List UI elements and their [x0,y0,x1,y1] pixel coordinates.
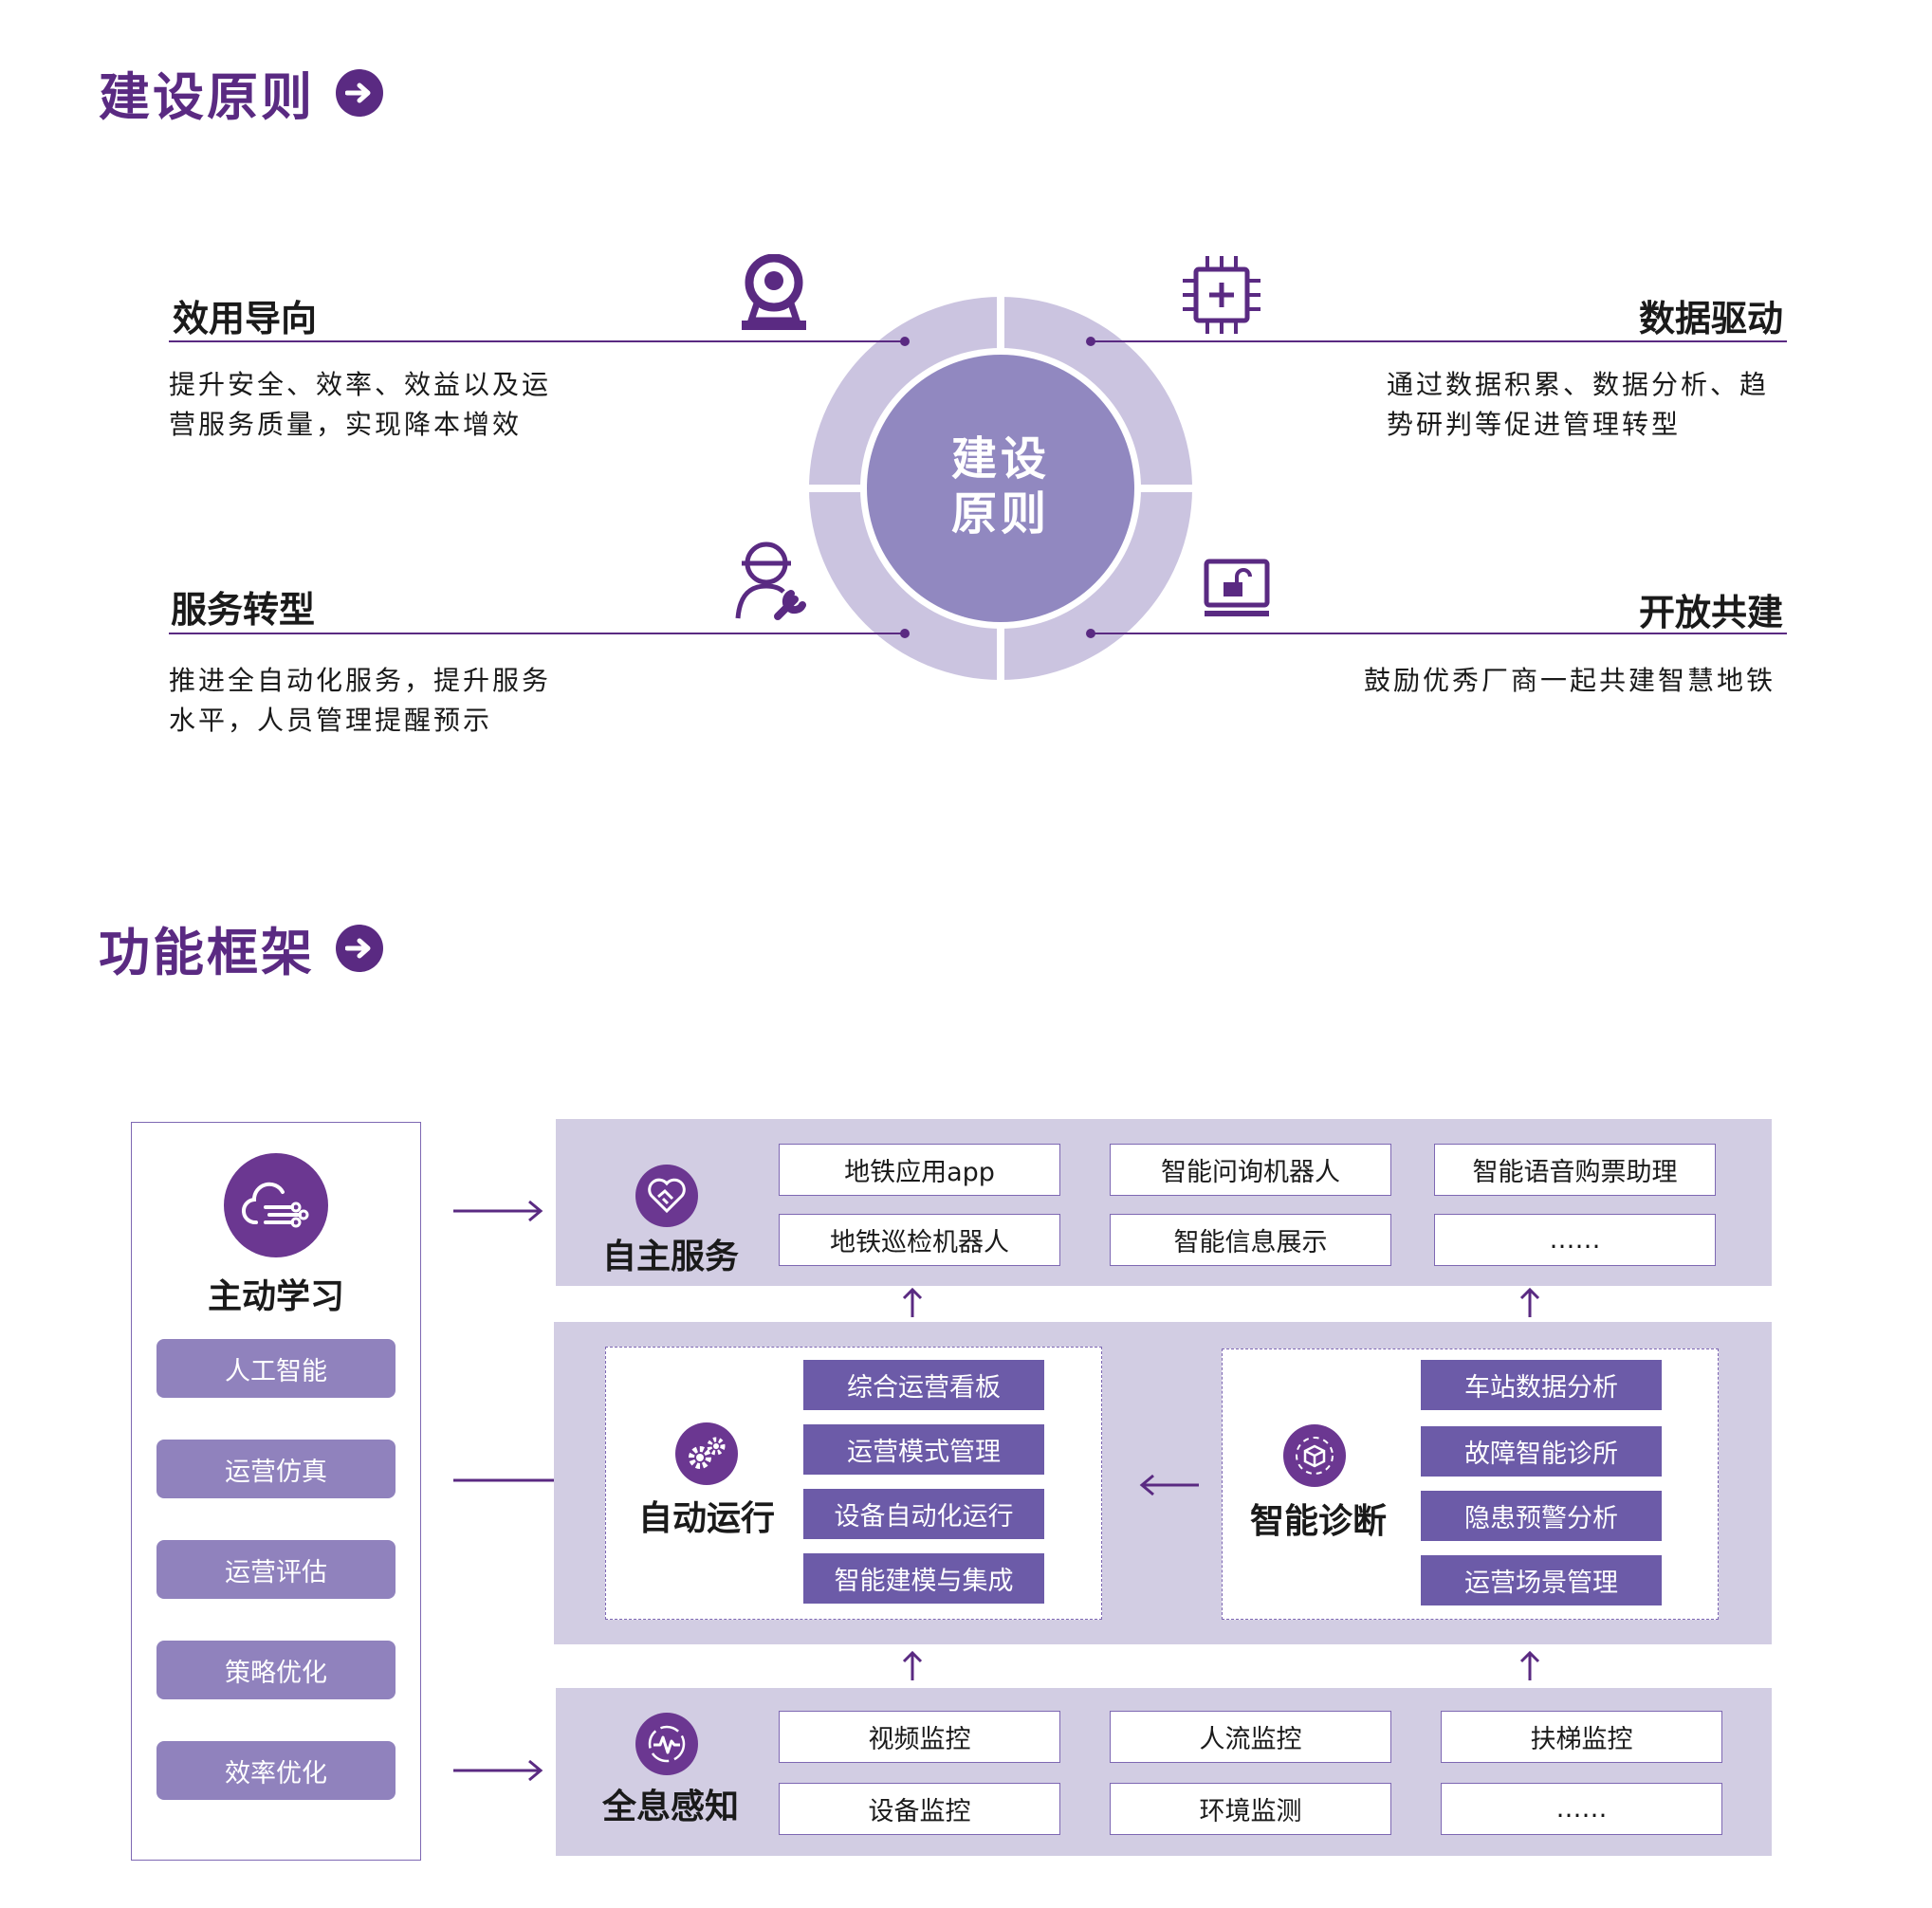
chip-icon [1183,256,1260,334]
principle-desc-data: 通过数据积累、数据分析、趋 势研判等促进管理转型 [1387,365,1769,445]
self-service-item: 智能信息展示 [1110,1214,1391,1266]
principle-dot-service [900,629,910,638]
principle-desc-service: 推进全自动化服务，提升服务 水平，人员管理提醒预示 [169,661,551,741]
center-label-line2: 原则 [950,487,1050,541]
arrow-left-icon [1139,1474,1199,1496]
framework-section-title: 功能框架 [99,910,383,985]
self-service-item: 地铁巡检机器人 [779,1214,1060,1266]
learning-item: 策略优化 [156,1641,396,1699]
perception-title: 全息感知 [601,1788,739,1826]
framework-title: 功能框架 [99,923,315,982]
perception-item: 视频监控 [779,1711,1060,1763]
smart-diag-title: 智能诊断 [1249,1502,1387,1541]
principle-desc-data-line2: 势研判等促进管理转型 [1387,409,1682,440]
smart-diag-item: 隐患预警分析 [1421,1491,1662,1541]
laptop-unlock-icon [1204,559,1270,616]
principle-title-service: 服务转型 [171,589,316,631]
perception-item: 设备监控 [779,1783,1060,1835]
principles-ring [806,294,1195,683]
principle-desc-service-line1: 推进全自动化服务，提升服务 [169,665,552,696]
cloud-network-icon [224,1153,328,1257]
camera-icon [742,254,806,330]
heart-handshake-icon [635,1165,698,1227]
auto-ops-item: 运营模式管理 [803,1424,1044,1475]
arrow-up-icon [1519,1287,1540,1317]
cube-network-icon [1283,1424,1346,1487]
principles-section-title: 建设原则 [99,55,383,130]
center-label-line1: 建设 [950,432,1050,486]
perception-item: …… [1441,1783,1722,1835]
pulse-icon [635,1713,698,1775]
arrow-right-icon [453,1759,543,1782]
arrow-right-icon [453,1200,543,1222]
learning-title: 主动学习 [207,1277,344,1316]
auto-ops-item: 智能建模与集成 [803,1553,1044,1604]
principle-desc-data-line1: 通过数据积累、数据分析、趋 [1387,369,1770,400]
worker-wrench-icon [735,541,806,620]
self-service-title: 自主服务 [601,1238,739,1276]
principle-title-data: 数据驱动 [1638,298,1783,339]
gears-icon [675,1422,738,1485]
arrow-right-icon [336,924,383,972]
perception-item: 环境监测 [1110,1783,1391,1835]
principles-title: 建设原则 [99,67,315,127]
learning-item: 效率优化 [156,1741,396,1800]
smart-diag-item: 运营场景管理 [1421,1555,1662,1605]
smart-diag-item: 车站数据分析 [1421,1360,1662,1410]
principle-desc-utility-line2: 营服务质量，实现降本增效 [169,409,523,440]
principle-line-utility [169,340,905,342]
auto-ops-item: 设备自动化运行 [803,1489,1044,1539]
learning-item: 人工智能 [156,1339,396,1398]
auto-ops-title: 自动运行 [637,1499,775,1538]
center-label: 建设 原则 [934,431,1067,541]
self-service-item: 智能语音购票助理 [1434,1144,1716,1196]
perception-item: 人流监控 [1110,1711,1391,1763]
principle-line-service [169,633,905,634]
principle-line-data [1091,340,1787,342]
self-service-item: …… [1434,1214,1716,1266]
self-service-item: 地铁应用app [779,1144,1060,1196]
principle-desc-service-line2: 水平，人员管理提醒预示 [169,705,493,736]
arrow-right-icon [336,68,383,117]
smart-diag-item: 故障智能诊所 [1421,1426,1662,1477]
perception-item: 扶梯监控 [1441,1711,1722,1763]
arrow-up-icon [1519,1650,1540,1680]
principle-title-utility: 效用导向 [173,298,318,339]
principle-desc-utility: 提升安全、效率、效益以及运 营服务质量，实现降本增效 [169,365,551,445]
arrow-up-icon [902,1650,923,1680]
learning-item: 运营评估 [156,1540,396,1599]
principle-dot-utility [900,337,910,346]
self-service-item: 智能问询机器人 [1110,1144,1391,1196]
principle-desc-open: 鼓励优秀厂商一起共建智慧地铁 [1364,661,1776,701]
principle-line-open [1091,633,1787,634]
learning-item: 运营仿真 [156,1440,396,1498]
arrow-up-icon [902,1287,923,1317]
auto-ops-item: 综合运营看板 [803,1360,1044,1410]
principle-desc-utility-line1: 提升安全、效率、效益以及运 [169,369,552,400]
principle-title-open: 开放共建 [1638,592,1783,633]
principle-desc-open-line1: 鼓励优秀厂商一起共建智慧地铁 [1364,665,1776,696]
